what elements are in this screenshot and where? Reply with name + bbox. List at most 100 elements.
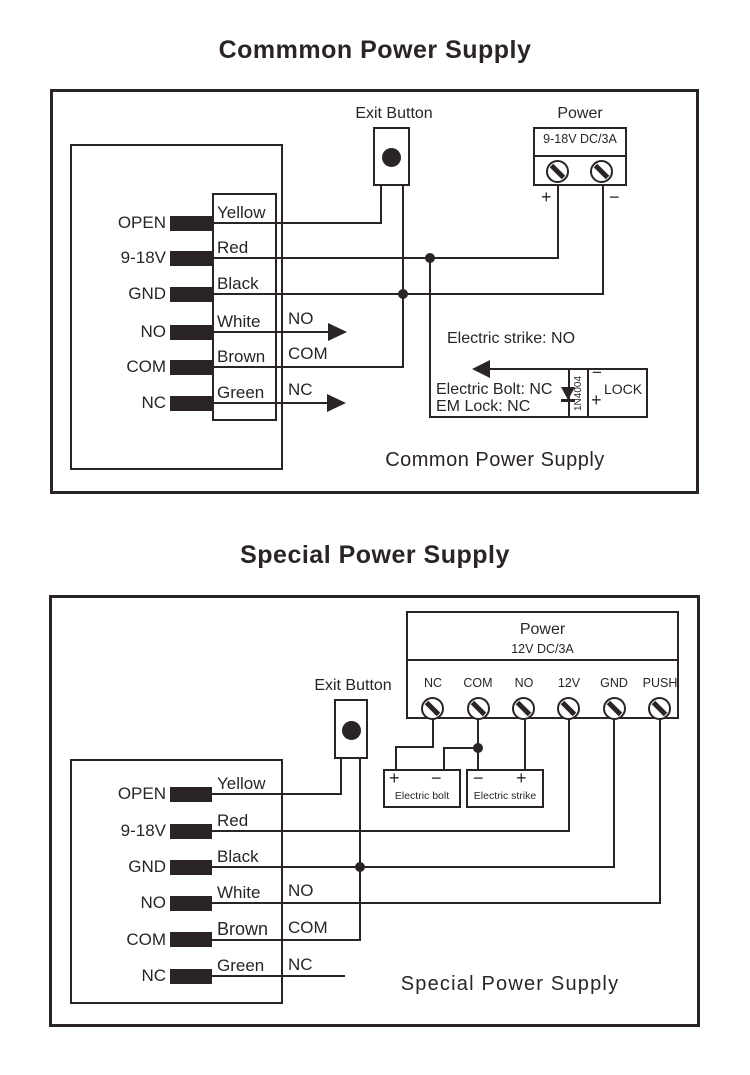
pin2-bar-open [170,787,212,802]
gnd-wire-down [613,719,615,868]
exit-button2-wire-left [340,757,342,795]
wire-yellow [170,222,382,224]
pin2-bar-9-18v [170,824,212,839]
no-arrow-icon [328,323,347,341]
wire-color-label: White [217,312,261,331]
lock-label: LOCK [604,381,643,397]
power2-terminal-block [406,611,679,719]
exit-button-wire-left [380,184,382,224]
diode-icon [561,387,575,400]
note-electric-strike: Electric strike: NO [447,330,576,347]
diagram2-title: Special Power Supply [240,541,510,569]
power-rating: 9-18V DC/3A [543,132,617,146]
power-plus-sign: + [541,187,552,207]
power-label: Power [557,105,603,122]
screw-terminal-no-icon [512,697,535,720]
power-minus-wire [602,185,604,295]
pin-label: NC [141,966,166,985]
pin-label: OPEN [117,213,166,232]
screw-terminal-gnd-icon [603,697,626,720]
diagram1-device-box [70,144,283,470]
lock-box [568,368,648,418]
electric-bolt-label: Electric bolt [394,790,450,802]
exit-button-circle-icon [382,148,401,167]
pin2-bar-nc [170,969,212,984]
output-label-com: COM [288,344,328,363]
power-plus-wire [557,185,559,259]
screw-terminal-minus-icon [590,160,613,183]
wire-red [170,257,559,259]
wire-color-label: Red [217,811,249,830]
lock-plus-feed-horizontal [429,416,570,418]
pin-label: NO [140,322,167,341]
pin-label: NO [140,893,167,912]
power-box-divider [533,155,627,157]
diagram2-outer-border [49,595,700,1027]
electric-strike-label: Electric strike [473,790,537,802]
push-wire-down [659,719,661,904]
nc-arrow-icon [327,394,346,412]
terminal-label-push: PUSH [642,676,678,690]
wire-color-label: Brown [217,347,266,366]
junction-dot-com [473,743,483,753]
pin-bar-open [170,216,212,231]
wire2-white-no [170,902,661,904]
com-wire-to-bolt-minus [443,747,445,771]
wire-white-no [170,331,330,333]
screw-terminal-12v-icon [557,697,580,720]
exit-button-wire-right [402,184,404,368]
lock-plus-sign: + [591,390,602,410]
output-label-nc: NC [288,380,313,399]
pin-bar-nc [170,396,212,411]
terminal-label-com: COM [463,676,493,690]
junction-dot-black [398,289,408,299]
wire-color-label: Green [217,383,265,402]
screw-terminal-push-icon [648,697,671,720]
12v-wire-down [568,719,570,832]
wire2-green-nc [170,975,345,977]
power-minus-sign: − [609,187,620,207]
wire-color-label: Yellow [217,203,266,222]
lock-minus-sign: − [592,363,602,382]
wire2-yellow [170,793,342,795]
wire-color-label: Red [217,238,249,257]
bolt-minus-sign: − [431,768,442,788]
power2-rating: 12V DC/3A [511,642,574,656]
screw-terminal-com-icon [467,697,490,720]
pin2-bar-com [170,932,212,947]
lock-box-divider [587,370,589,416]
electric-strike-box [466,769,544,808]
pin-label: 9-18V [120,248,166,267]
wire2-red [170,830,570,832]
wire-black [170,293,604,295]
pin2-bar-no [170,896,212,911]
com-wire-across [443,747,478,749]
pin-bar-9-18v [170,251,212,266]
wire2-black [170,866,615,868]
pin-label: GND [128,857,166,876]
nc-wire-to-bolt-plus [395,746,397,771]
terminal-label-12v: 12V [557,676,581,690]
electric-bolt-box [383,769,461,808]
power2-label: Power [519,621,566,638]
pin-label: NC [141,393,166,412]
diagram2-caption: Special Power Supply [400,973,620,995]
diagram1-title: Commmon Power Supply [218,36,532,64]
wire-color-label: Brown [217,919,269,939]
wire-color-label: Black [217,274,259,293]
no-wire-to-strike-plus [524,719,526,771]
pin-bar-no [170,325,212,340]
exit-button2-circle-icon [342,721,361,740]
output-label-nc: NC [288,955,313,974]
lock-arrow-icon [472,360,490,378]
lock-plus-feed-vertical [429,257,431,418]
diagram1-outer-border [50,89,699,494]
output-label-no: NO [288,881,314,900]
bolt-plus-sign: + [389,768,400,788]
note-electric-bolt: Electric Bolt: NC [436,381,553,398]
lock-minus-wire [488,368,570,370]
screw-terminal-nc-icon [421,697,444,720]
pin-label: OPEN [117,784,166,803]
wire-color-label: Green [217,956,265,975]
wire-brown-com [170,366,404,368]
